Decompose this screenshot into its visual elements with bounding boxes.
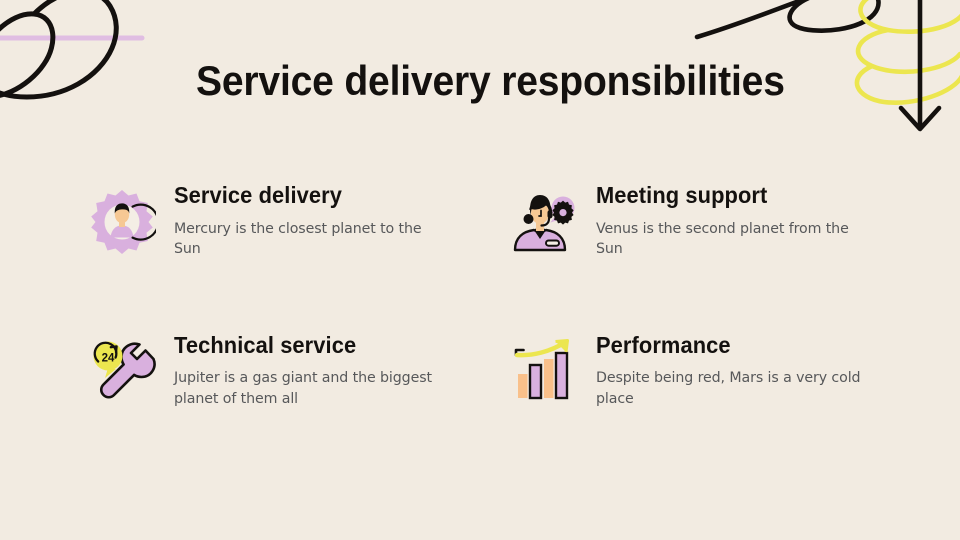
wrench-24h-icon: 24: [88, 338, 156, 406]
yellow-spiral-top-right: [854, 0, 960, 105]
black-down-arrow-top-right: [898, 0, 942, 132]
feature-heading: Service delivery: [174, 182, 342, 208]
feature-item-service-delivery: Service delivery Mercury is the closest …: [88, 180, 496, 260]
feature-text: Service delivery Mercury is the closest …: [174, 180, 442, 260]
gear-person-icon: [88, 188, 156, 256]
feature-text: Performance Despite being red, Mars is a…: [596, 330, 864, 410]
slide-title: Service delivery responsibilities: [196, 57, 785, 104]
bar-1: [518, 373, 528, 398]
feature-text: Meeting support Venus is the second plan…: [596, 180, 864, 260]
bar-chart-growth-icon: [510, 338, 578, 406]
black-loop-scribble-top-left: [0, 0, 119, 100]
feature-body: Jupiter is a gas giant and the biggest p…: [174, 370, 432, 407]
feature-grid: Service delivery Mercury is the closest …: [0, 180, 960, 410]
feature-item-technical-service: 24 Technical service Jupiter is a gas gi…: [88, 330, 496, 410]
bar-4: [554, 351, 569, 399]
feature-body: Despite being red, Mars is a very cold p…: [596, 370, 861, 407]
bar-2: [528, 363, 543, 399]
feature-body: Venus is the second planet from the Sun: [596, 220, 849, 258]
feature-item-meeting-support: Meeting support Venus is the second plan…: [510, 180, 918, 260]
feature-item-performance: Performance Despite being red, Mars is a…: [510, 330, 918, 410]
bar-3: [544, 358, 554, 398]
support-agent-icon: [510, 188, 578, 256]
feature-heading: Technical service: [174, 331, 357, 358]
feature-text: Technical service Jupiter is a gas giant…: [174, 330, 442, 410]
feature-heading: Meeting support: [596, 182, 768, 208]
black-loop-scribble-top-right: [694, 0, 881, 40]
feature-row: Service delivery Mercury is the closest …: [0, 180, 960, 260]
feature-heading: Performance: [596, 331, 731, 358]
svg-text:24: 24: [102, 352, 115, 364]
feature-body: Mercury is the closest planet to the Sun: [174, 220, 422, 258]
feature-row: 24 Technical service Jupiter is a gas gi…: [0, 330, 960, 410]
